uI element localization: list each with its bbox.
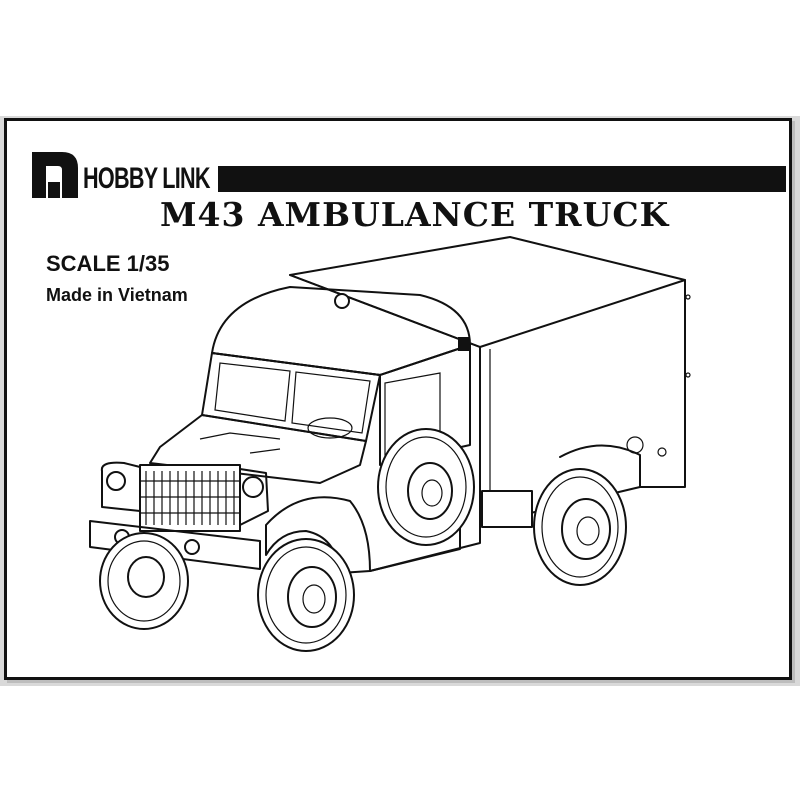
front-right-wheel bbox=[257, 538, 355, 652]
hobby-link-logo-icon bbox=[32, 152, 78, 198]
product-title: M43 AMBULANCE TRUCK bbox=[160, 195, 670, 234]
brand-name: HOBBY LINK bbox=[83, 162, 211, 195]
front-left-wheel bbox=[99, 532, 189, 630]
rear-wheel bbox=[533, 468, 627, 586]
cab-roof bbox=[211, 286, 471, 376]
ambulance-truck-illustration bbox=[89, 236, 691, 652]
ambulance-box bbox=[289, 236, 691, 528]
scale-label: SCALE 1/35 bbox=[46, 251, 170, 276]
running-board bbox=[369, 524, 481, 572]
spare-wheel bbox=[377, 428, 475, 546]
header-bar bbox=[218, 166, 786, 192]
grille bbox=[140, 471, 240, 525]
hood bbox=[100, 414, 367, 532]
origin-label: Made in Vietnam bbox=[46, 285, 188, 305]
